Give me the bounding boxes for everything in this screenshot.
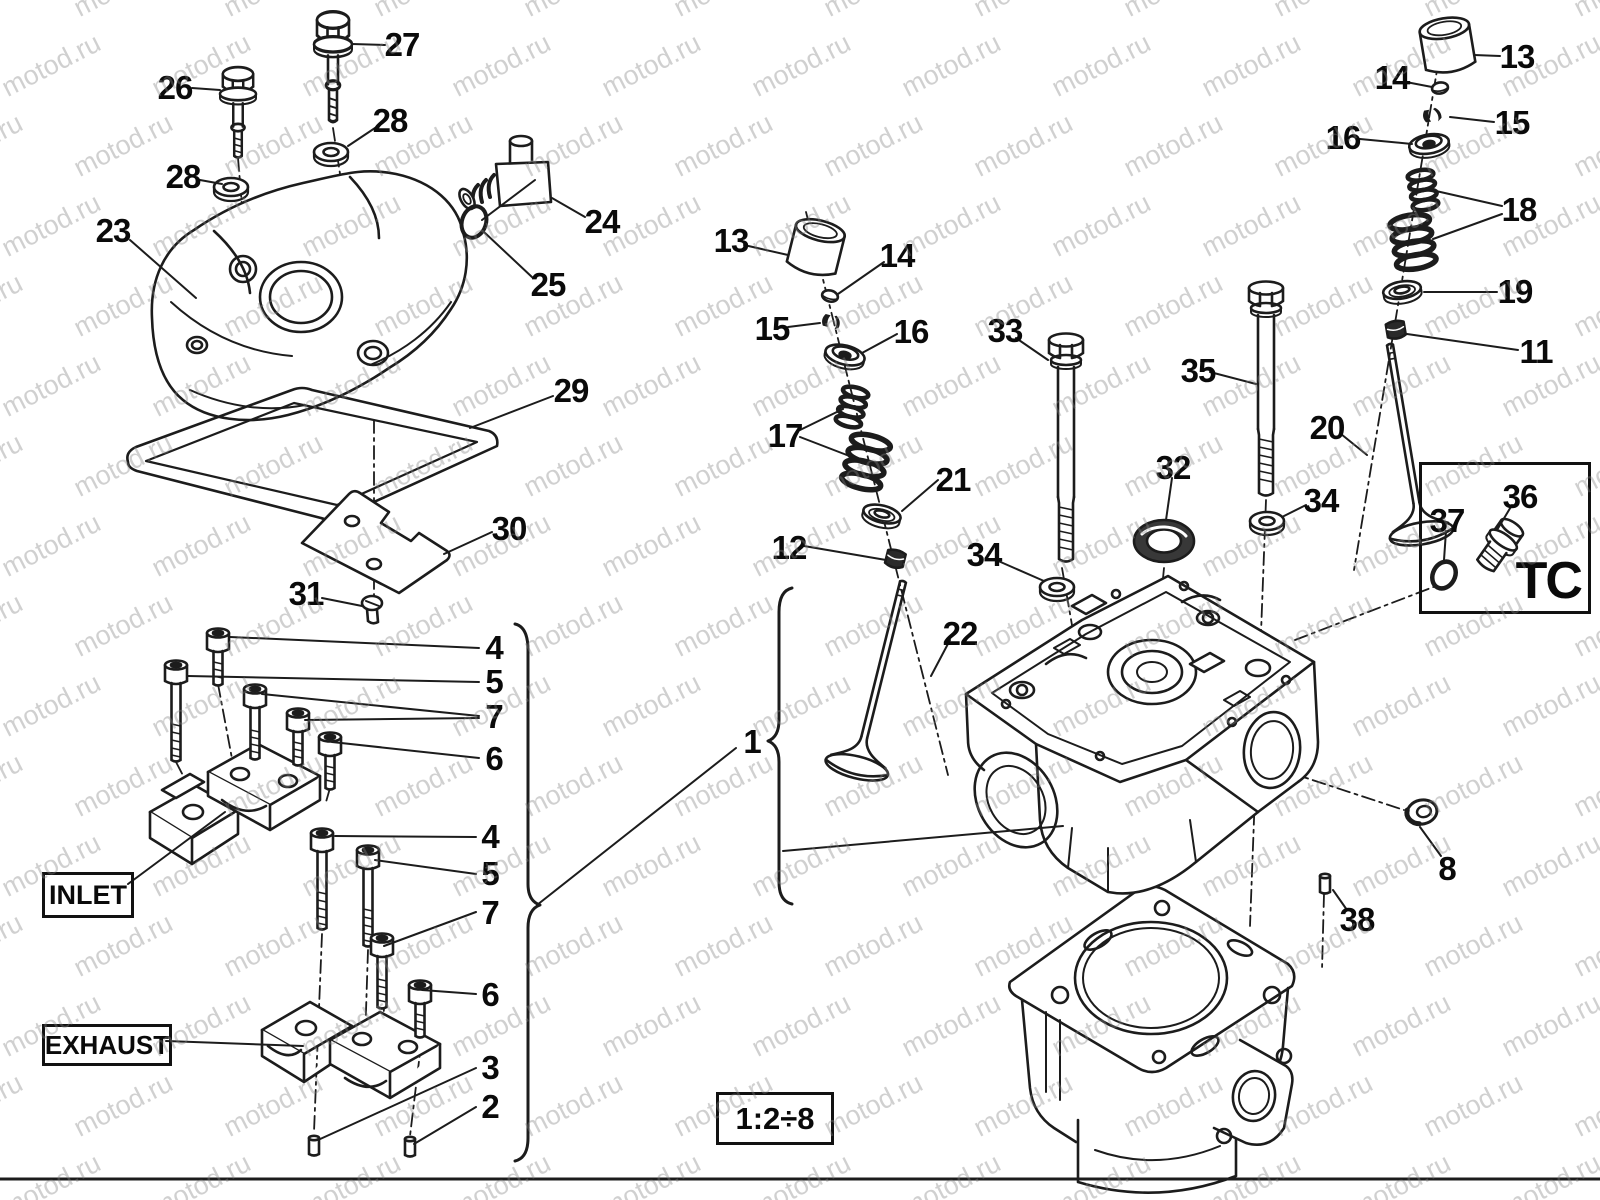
dowel-pin-38 (1318, 872, 1332, 895)
leader-lines (127, 43, 1519, 1145)
cover-bolt-27 (312, 10, 354, 124)
scale-note-box: 1:2÷8 (716, 1092, 834, 1145)
breather-plate-part (300, 489, 451, 595)
cylinder-part (1007, 885, 1296, 1194)
exhaust-label-box: EXHAUST (42, 1024, 172, 1066)
plate-screw-part (360, 594, 384, 625)
dowel-pin-2 (403, 1135, 417, 1158)
cover-bolt-26 (218, 65, 258, 159)
breather-fitting-part (458, 134, 553, 211)
cylinder-head-part (964, 574, 1320, 895)
inlet-label: INLET (49, 879, 127, 910)
inlet-label-box: INLET (42, 872, 134, 918)
valve-cover-part (150, 170, 469, 422)
head-bolt-washer-34-left (1038, 576, 1076, 603)
timing-box-label: TC (1515, 552, 1583, 610)
cover-washer-28-left (212, 176, 250, 203)
exhaust-cam-holder-part (260, 1000, 442, 1100)
assembly-braces (513, 586, 794, 1163)
cover-gasket-part (126, 386, 499, 522)
head-bolt-33 (1047, 332, 1085, 564)
head-bolt-washer-34-right (1248, 510, 1286, 537)
inlet-valve-stack (784, 213, 936, 788)
exhaust-label: EXHAUST (44, 1029, 170, 1060)
bushing-8 (1405, 797, 1439, 827)
head-bolt-35 (1247, 280, 1285, 498)
plug-well-seal-32 (1132, 518, 1196, 564)
timing-check-box: TC (1419, 462, 1591, 614)
dowel-pin-3 (307, 1134, 321, 1157)
exhaust-holder-bolts (309, 827, 433, 1039)
fitting-o-ring-part (459, 204, 489, 240)
cover-washer-28-right (312, 141, 350, 168)
timing-plug-o-ring-37 (1430, 559, 1458, 591)
scale-note: 1:2÷8 (735, 1100, 815, 1136)
timing-plug-part (1476, 517, 1525, 573)
